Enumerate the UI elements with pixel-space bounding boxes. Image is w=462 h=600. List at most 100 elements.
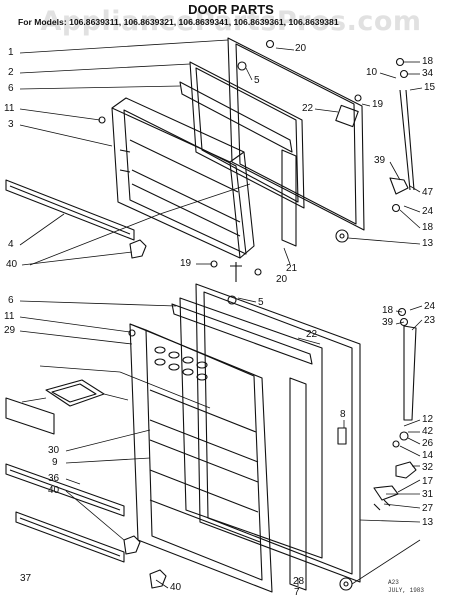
callout-17: 17 [422,476,434,487]
callout-26: 26 [422,438,434,449]
corner-note-date: JULY, 1983 [388,587,425,594]
callout-27: 27 [422,503,434,514]
callout-13: 13 [422,238,434,249]
freezer-side-strip [282,150,296,246]
fresh-food-door-gasket [180,298,322,558]
screw-20-mid [255,269,261,275]
callout-37: 37 [20,573,32,584]
callout-4: 4 [8,239,14,250]
spacer-39 [401,319,408,326]
spacer-34 [401,71,408,78]
diagram-title: DOOR PARTS [188,2,274,17]
callout-5: 5 [254,75,260,86]
washer-14 [393,441,399,447]
callout-29: 29 [4,325,16,336]
callout-5: 5 [258,297,264,308]
callout-10: 10 [366,67,378,78]
callout-31: 31 [422,489,434,500]
egg-tray-cups [155,347,207,380]
callout-28: 28 [293,576,305,587]
callout-32: 32 [422,462,434,473]
callout-7: 7 [294,587,300,598]
hinge-washer-lower [340,578,352,590]
plug-upper-5 [238,62,246,70]
callout-18: 18 [382,305,394,316]
freezer-door-gasket [190,62,304,208]
callout-11: 11 [4,311,15,322]
butter-dish [46,380,104,406]
callout-12: 12 [422,414,434,425]
freezer-door-panel [228,38,364,230]
callout-1: 1 [8,47,14,58]
dairy-compartment-door [6,398,54,434]
callout-20: 20 [295,43,307,54]
callout-9: 9 [52,457,58,468]
corner-note-code: A23 [388,579,399,586]
callout-13: 13 [422,517,434,528]
screw-19-upper [355,95,361,101]
callout-40: 40 [48,485,60,496]
spacer-18c [399,309,406,316]
callout-36: 36 [48,473,60,484]
fresh-food-side-strip [290,378,306,590]
callout-23: 23 [424,315,436,326]
callout-34: 34 [422,68,434,79]
callout-24: 24 [422,206,434,217]
callout-24: 24 [424,301,436,312]
hinge-pin-rod-lower [404,326,416,420]
callout-22: 22 [306,329,318,340]
washer-26 [400,432,408,440]
callout-47: 47 [422,187,434,198]
screw-11-lower [129,330,135,336]
fresh-food-door-panel [196,284,360,582]
upper-hinge-block [336,105,358,126]
callout-11: 11 [4,103,15,114]
callout-40: 40 [170,582,182,593]
leader-lines [20,40,422,588]
callout-39: 39 [382,317,394,328]
screw-pair [374,500,390,510]
callout-6: 6 [8,295,14,306]
callout-20: 20 [276,274,288,285]
callout-40: 40 [6,259,18,270]
callout-2: 2 [8,67,14,78]
callout-42: 42 [422,426,434,437]
shelf-bracket-lower-2 [150,570,166,588]
callout-21: 21 [286,263,298,274]
freezer-shelf-bracket [130,240,146,258]
callout-8: 8 [340,409,346,420]
callout-18: 18 [422,56,434,67]
lower-hinge-bracket [396,462,416,478]
spacer-18b [393,205,400,212]
door-stop-8 [338,428,346,444]
model-numbers: For Models: 106.8639311, 106.8639321, 10… [18,17,339,27]
callout-22: 22 [302,103,314,114]
cam-assembly [374,486,398,500]
fresh-food-shelf-rail-1 [6,464,124,516]
hinge-stop-bracket [390,178,408,194]
freezer-inner-liner [112,98,254,258]
spacer-18a [397,59,404,66]
callout-6: 6 [8,83,14,94]
fresh-food-shelf-rail-2 [16,512,124,562]
callout-19: 19 [372,99,384,110]
callout-15: 15 [424,82,436,93]
screw-upper-20 [267,41,274,48]
fresh-food-door-assembly [6,284,416,592]
callout-30: 30 [48,445,60,456]
watermark: AppliancePartsPros.com [40,6,422,37]
hinge-pin-rod [400,90,410,190]
callout-18: 18 [422,222,434,233]
hinge-washer-upper [336,230,348,242]
plug-lower-5 [228,296,236,304]
fresh-food-inner-liner [130,324,272,592]
shelf-bracket-lower-1 [124,536,140,554]
freezer-shelf-rail [6,180,134,240]
freezer-door-assembly [6,38,414,282]
callout-3: 3 [8,119,14,130]
callout-19: 19 [180,258,192,269]
callout-39: 39 [374,155,386,166]
callout-14: 14 [422,450,434,461]
